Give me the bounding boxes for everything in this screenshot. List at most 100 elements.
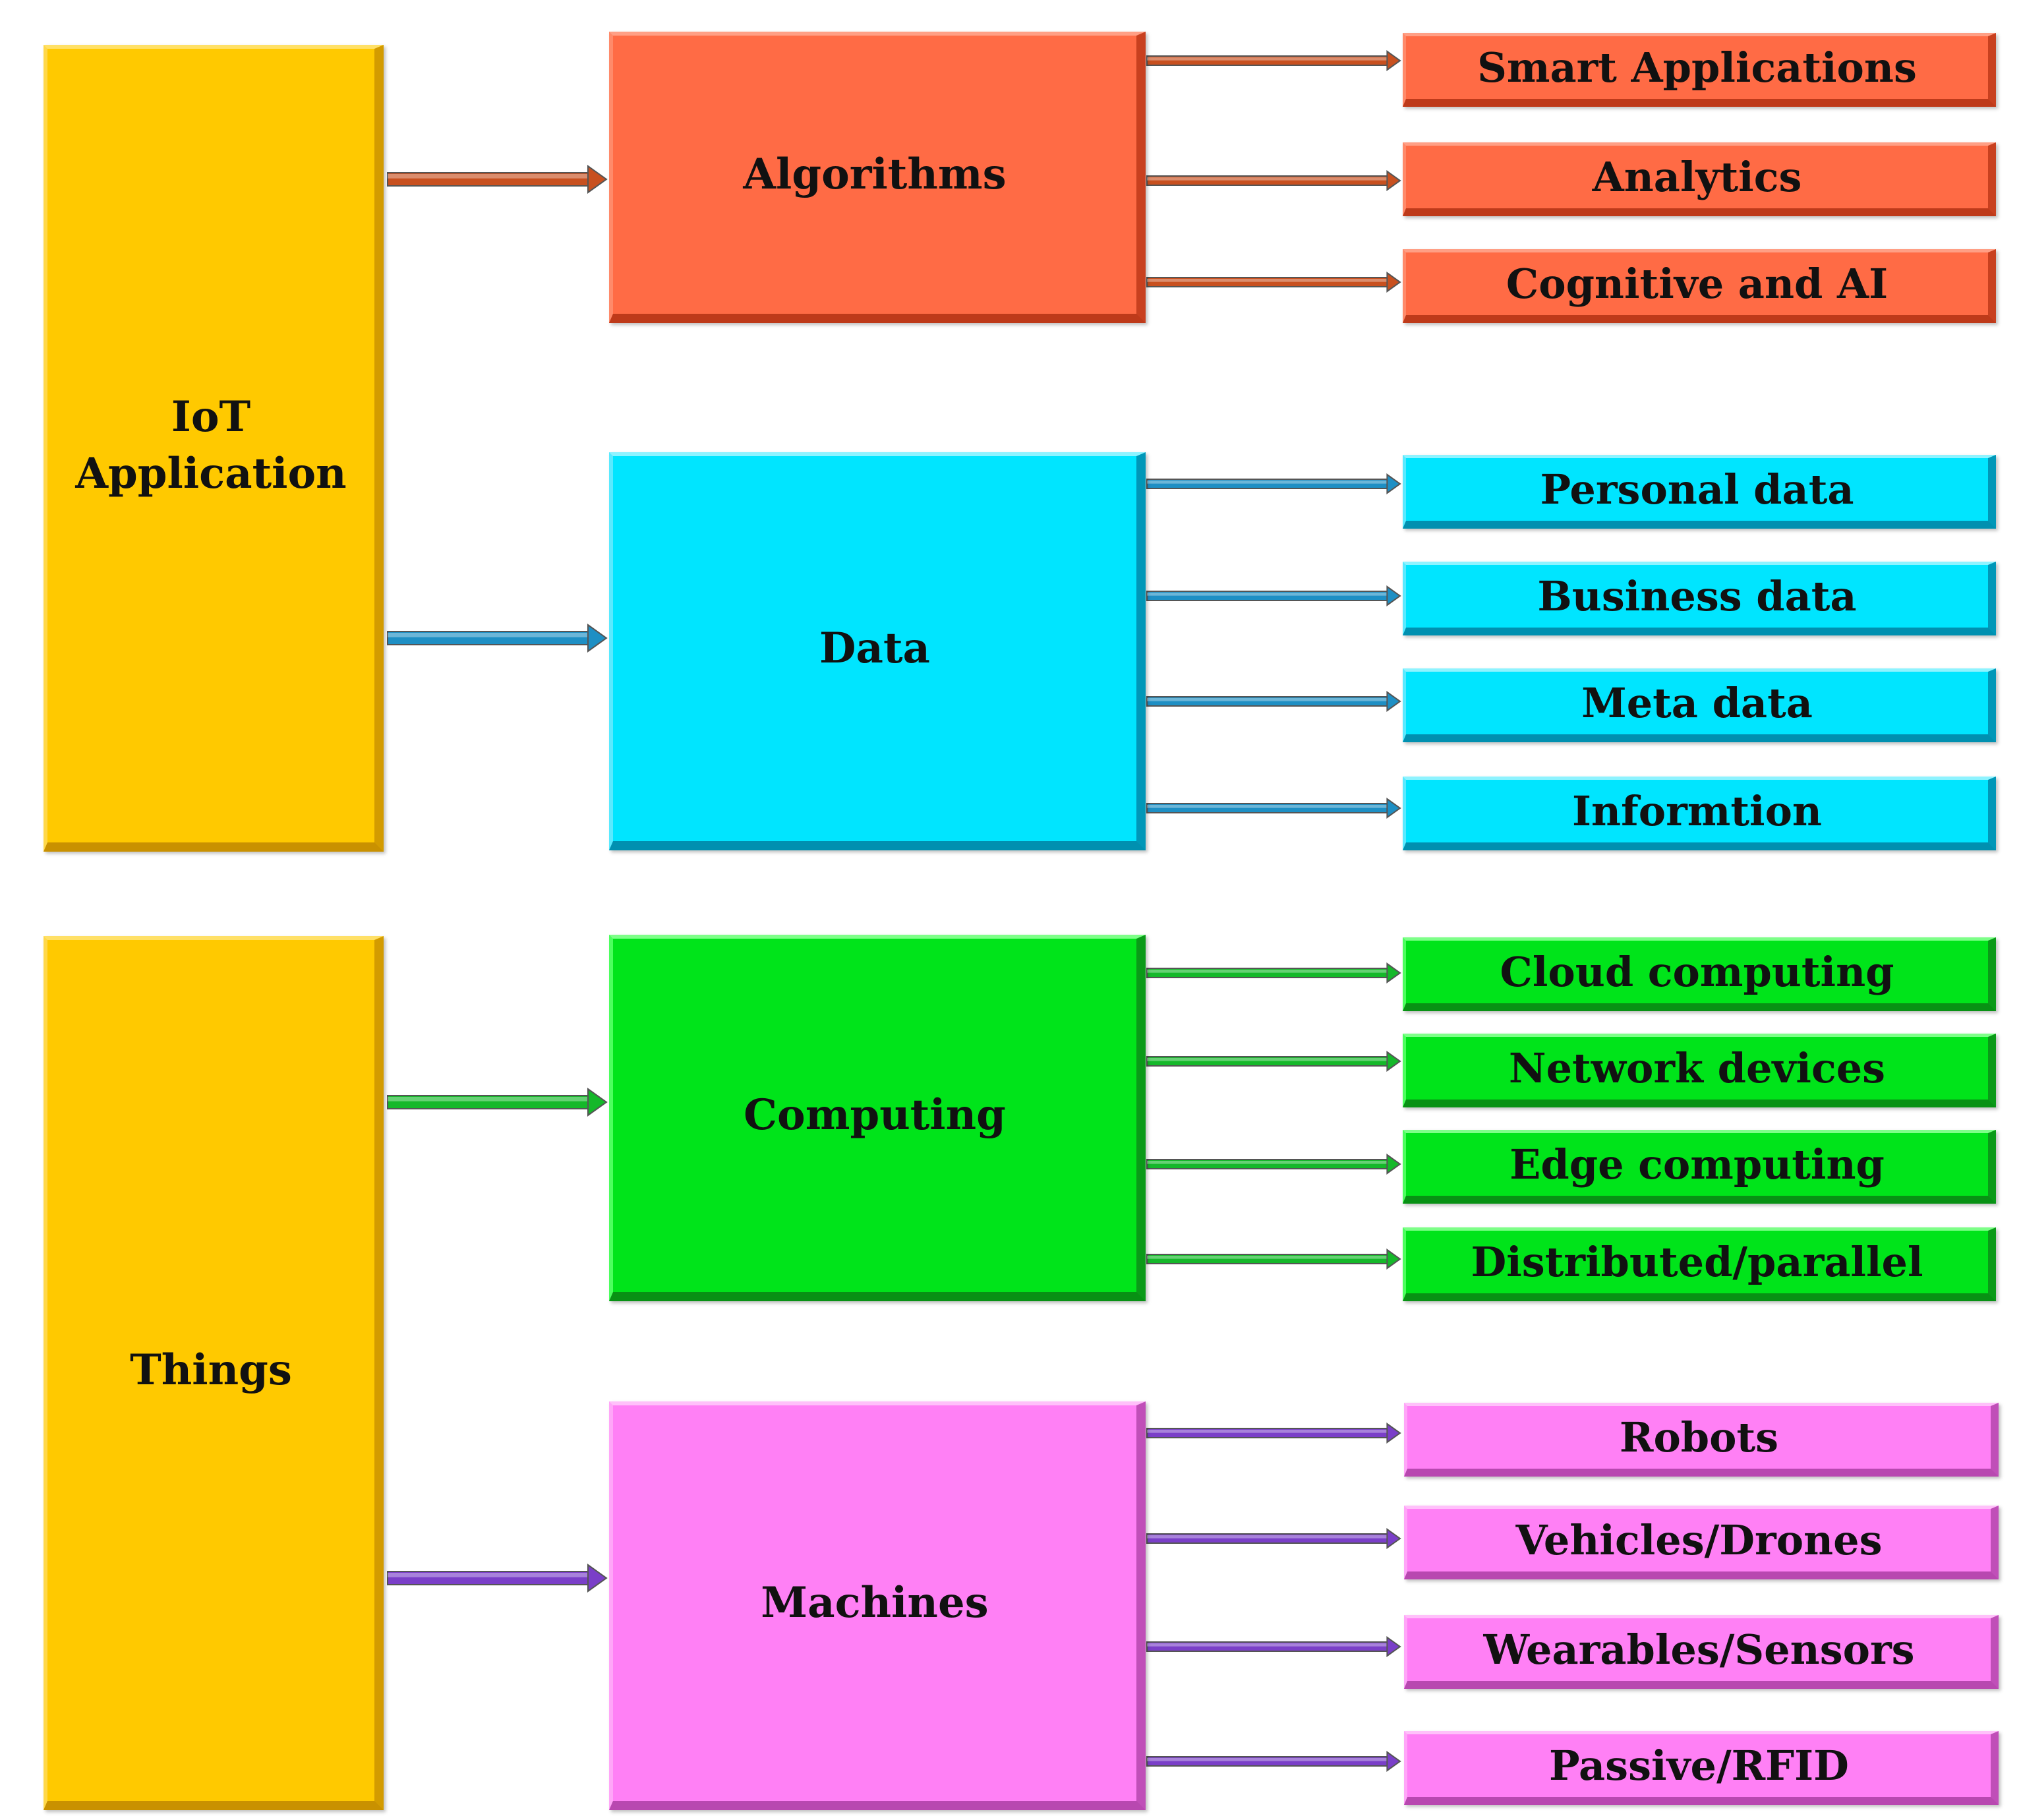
arrow-highlight — [1147, 1161, 1388, 1164]
arrow-head — [1386, 691, 1401, 712]
leaf-business-data: Business data — [1403, 562, 1996, 635]
connector-arrow — [1146, 473, 1401, 494]
connector-arrow — [1146, 170, 1401, 191]
arrow-head — [587, 165, 608, 194]
root-iot-application: IoT Application — [44, 45, 384, 852]
arrow-head — [1386, 1051, 1401, 1072]
connector-arrow — [1146, 1423, 1401, 1444]
category-machines: Machines — [609, 1401, 1146, 1810]
leaf-edge-computing: Edge computing — [1403, 1130, 1996, 1204]
arrow-head — [1386, 798, 1401, 819]
arrow-highlight — [1147, 57, 1388, 61]
arrow-highlight — [388, 633, 588, 637]
arrow-highlight — [1147, 1643, 1388, 1647]
leaf-network-devices: Network devices — [1403, 1034, 1996, 1107]
root-iot-label-line1: IoT — [171, 392, 251, 442]
arrow-head — [1386, 962, 1401, 983]
connector-arrow — [1146, 50, 1401, 71]
arrow-head — [1386, 50, 1401, 71]
arrow-highlight — [388, 174, 588, 179]
leaf-label: Cloud computing — [1500, 947, 1894, 996]
arrow-highlight — [1147, 1058, 1388, 1061]
connector-arrow — [1146, 1051, 1401, 1072]
connector-arrow — [1146, 691, 1401, 712]
leaf-smart-applications: Smart Applications — [1403, 33, 1996, 107]
category-algorithms: Algorithms — [609, 32, 1146, 323]
connector-arrow — [1146, 798, 1401, 819]
leaf-informtion: Informtion — [1403, 777, 1996, 850]
category-data: Data — [609, 452, 1146, 850]
connector-arrow — [1146, 585, 1401, 606]
arrow-head — [1386, 1154, 1401, 1175]
arrow-head — [1386, 1528, 1401, 1549]
category-algorithms-label: Algorithms — [743, 149, 1007, 199]
arrow-head — [1386, 170, 1401, 191]
arrow-highlight — [1147, 1256, 1388, 1259]
arrow-head — [587, 1088, 608, 1117]
leaf-label: Meta data — [1581, 678, 1813, 727]
leaf-label: Personal data — [1540, 465, 1854, 514]
leaf-passive-rfid: Passive/RFID — [1404, 1731, 1999, 1805]
leaf-analytics: Analytics — [1403, 142, 1996, 216]
category-data-label: Data — [819, 623, 930, 673]
root-things-label: Things — [130, 1345, 292, 1395]
connector-arrow — [1146, 272, 1401, 293]
arrow-highlight — [1147, 481, 1388, 484]
connector-arrow — [1146, 1528, 1401, 1549]
leaf-cloud-computing: Cloud computing — [1403, 937, 1996, 1011]
connector-arrow — [1146, 1636, 1401, 1657]
arrow-head — [1386, 1751, 1401, 1772]
arrow-head — [587, 624, 608, 653]
arrow-head — [1386, 1248, 1401, 1270]
leaf-label: Analytics — [1592, 152, 1802, 201]
connector-arrow — [1146, 1248, 1401, 1270]
connector-arrow — [1146, 962, 1401, 983]
leaf-label: Robots — [1619, 1413, 1779, 1461]
connector-arrow — [1146, 1751, 1401, 1772]
category-computing: Computing — [609, 935, 1146, 1301]
arrow-highlight — [1147, 970, 1388, 973]
category-computing-label: Computing — [744, 1090, 1006, 1140]
arrow-highlight — [1147, 279, 1388, 282]
arrow-highlight — [1147, 1535, 1388, 1539]
leaf-label: Passive/RFID — [1549, 1741, 1849, 1790]
connector-arrow — [387, 1564, 608, 1593]
arrow-head — [1386, 585, 1401, 606]
arrow-head — [587, 1564, 608, 1593]
arrow-highlight — [388, 1573, 588, 1577]
arrow-highlight — [1147, 805, 1388, 808]
arrow-highlight — [1147, 1430, 1388, 1433]
leaf-meta-data: Meta data — [1403, 668, 1996, 742]
leaf-vehicles-drones: Vehicles/Drones — [1404, 1506, 1999, 1579]
arrow-head — [1386, 1636, 1401, 1657]
connector-arrow — [387, 624, 608, 653]
leaf-label: Business data — [1537, 572, 1857, 620]
category-machines-label: Machines — [761, 1577, 989, 1628]
leaf-wearables-sensors: Wearables/Sensors — [1404, 1615, 1999, 1689]
leaf-personal-data: Personal data — [1403, 455, 1996, 529]
leaf-label: Smart Applications — [1477, 43, 1917, 92]
arrow-highlight — [1147, 1758, 1388, 1761]
leaf-label: Wearables/Sensors — [1483, 1625, 1915, 1674]
connector-arrow — [387, 1088, 608, 1117]
arrow-highlight — [1147, 593, 1388, 596]
leaf-label: Network devices — [1508, 1043, 1886, 1092]
connector-arrow — [1146, 1154, 1401, 1175]
leaf-distributed-parallel: Distributed/parallel — [1403, 1227, 1996, 1301]
arrow-head — [1386, 1423, 1401, 1444]
leaf-robots: Robots — [1404, 1403, 1999, 1477]
leaf-cognitive-and-ai: Cognitive and AI — [1403, 249, 1996, 323]
root-things: Things — [44, 936, 384, 1810]
arrow-head — [1386, 272, 1401, 293]
leaf-label: Informtion — [1572, 786, 1822, 835]
arrow-highlight — [1147, 177, 1388, 181]
arrow-highlight — [388, 1097, 588, 1101]
arrow-head — [1386, 473, 1401, 494]
leaf-label: Distributed/parallel — [1471, 1237, 1923, 1286]
leaf-label: Vehicles/Drones — [1515, 1515, 1883, 1564]
root-iot-label-line2: Application — [75, 449, 347, 498]
leaf-label: Cognitive and AI — [1506, 259, 1889, 308]
leaf-label: Edge computing — [1509, 1140, 1885, 1189]
